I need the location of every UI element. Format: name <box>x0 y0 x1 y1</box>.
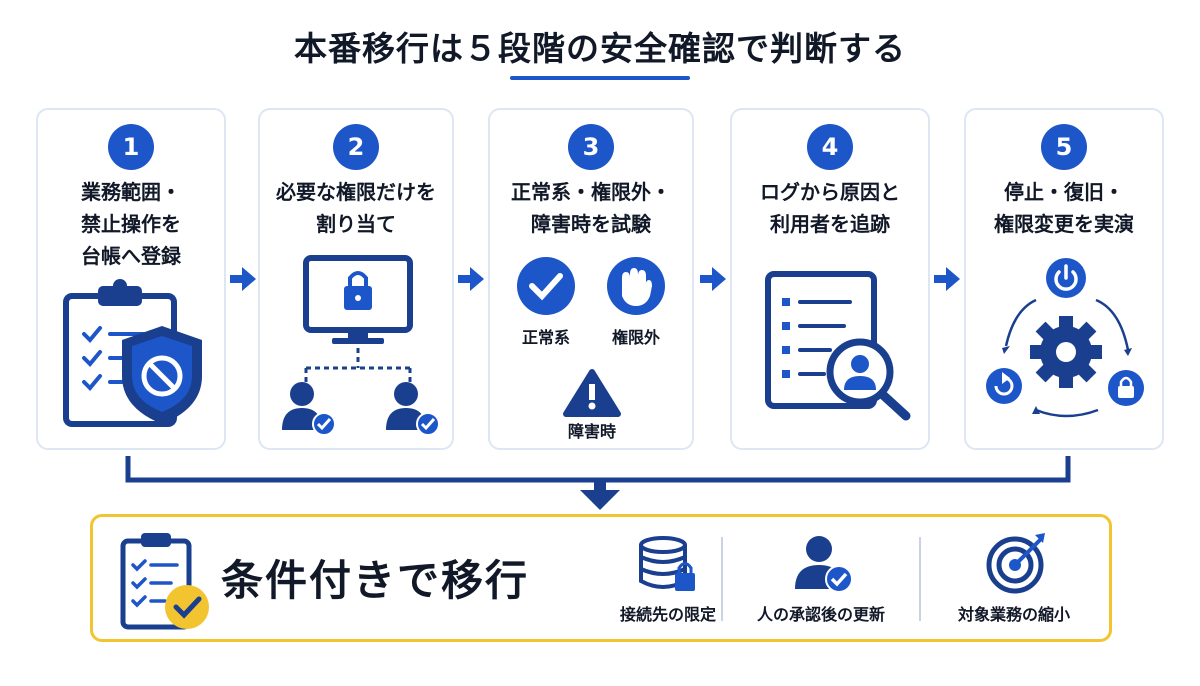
step-card-3: 3 正常系・権限外・ 障害時を試験 正常系 権限外 障害時 <box>488 108 694 450</box>
result-box: 条件付きで移行 接続先の限定 人の承認後の更新 対象業務の縮小 <box>90 514 1112 642</box>
user-check-icon <box>795 536 853 593</box>
arrow-right-icon <box>934 267 960 291</box>
gear-cycle-icon <box>986 258 1144 418</box>
check-circle-icon <box>517 257 575 315</box>
condition-label-3: 対象業務の縮小 <box>957 605 1070 624</box>
merge-connector <box>125 456 1071 510</box>
database-lock-icon <box>639 536 695 591</box>
step-label-4: ログから原因と 利用者を追跡 <box>760 180 900 236</box>
step-card-1: 1 業務範囲・ 禁止操作を 台帳へ登録 <box>36 108 226 450</box>
target-icon <box>986 533 1045 594</box>
step-label-1: 業務範囲・ 禁止操作を 台帳へ登録 <box>81 180 181 268</box>
monitor-lock-users-icon <box>282 255 440 436</box>
result-title: 条件付きで移行 <box>221 556 530 605</box>
clipboard-check-icon <box>120 533 209 630</box>
divider <box>919 537 921 621</box>
step-card-5: 5 停止・復旧・ 権限変更を実演 <box>964 108 1164 450</box>
divider <box>721 537 723 621</box>
step-badge-3: 3 <box>568 124 614 170</box>
step-label-5: 停止・復旧・ 権限変更を実演 <box>994 180 1134 236</box>
refresh-icon <box>986 368 1022 404</box>
step-badge-1: 1 <box>108 124 154 170</box>
page-title: 本番移行は５段階の安全確認で判断する <box>294 29 906 68</box>
title-underline <box>510 76 690 80</box>
test-cases-icons <box>517 257 665 417</box>
step-card-2: 2 必要な権限だけを 割り当て <box>258 108 454 450</box>
step-label-2: 必要な権限だけを 割り当て <box>276 180 436 236</box>
clipboard-shield-icon <box>63 279 202 427</box>
step-card-4: 4 ログから原因と 利用者を追跡 <box>730 108 930 450</box>
sub-label-normal: 正常系 <box>521 328 570 347</box>
condition-label-2: 人の承認後の更新 <box>756 605 885 624</box>
arrow-down-icon <box>580 490 620 510</box>
arrow-right-icon <box>458 267 484 291</box>
condition-item-1: 接続先の限定 <box>573 517 763 639</box>
step-badge-4: 4 <box>807 124 853 170</box>
step-badge-2: 2 <box>333 124 379 170</box>
arrow-right-icon <box>230 267 256 291</box>
step-badge-5: 5 <box>1041 124 1087 170</box>
gear-icon <box>1030 316 1102 388</box>
condition-label-1: 接続先の限定 <box>619 605 716 624</box>
arrow-right-icon <box>700 267 726 291</box>
condition-item-3: 対象業務の縮小 <box>919 517 1109 639</box>
sub-label-failure: 障害時 <box>567 422 616 441</box>
sub-label-unauthorized: 権限外 <box>611 328 660 347</box>
step-label-3: 正常系・権限外・ 障害時を試験 <box>511 180 671 236</box>
condition-item-2: 人の承認後の更新 <box>721 517 921 639</box>
log-search-icon <box>765 271 911 421</box>
